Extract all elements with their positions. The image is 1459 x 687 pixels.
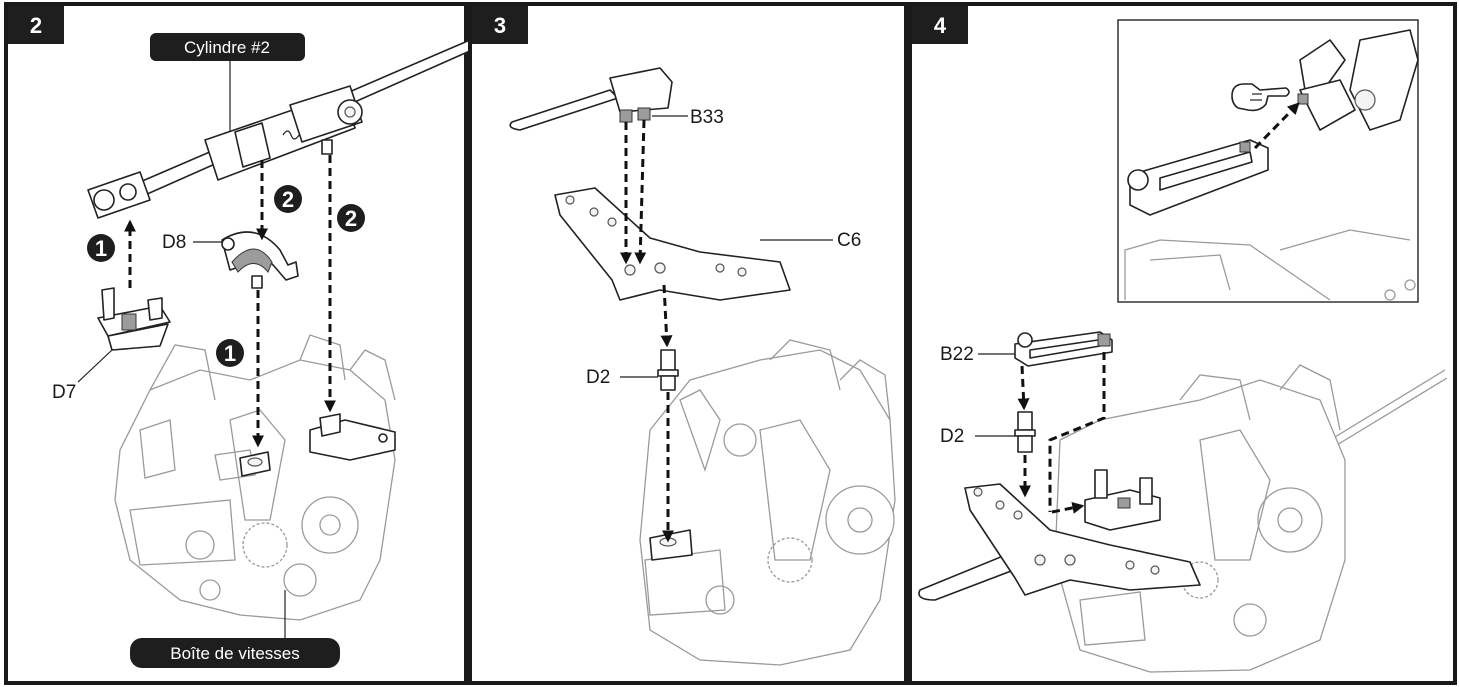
svg-text:2: 2	[345, 206, 357, 231]
panel-step-2: 2	[4, 2, 473, 685]
svg-text:2: 2	[282, 187, 294, 212]
label-d8: D8	[162, 232, 186, 253]
gearbox-drawing	[114, 334, 396, 621]
gearbox-label: Boîte de vitesses	[130, 590, 340, 668]
step-badge: 3	[472, 6, 528, 44]
label-c6: C6	[837, 230, 861, 251]
sequence-badge: 2	[274, 185, 302, 213]
sequence-badge: 2	[337, 204, 365, 232]
panel-step-4: 4	[908, 2, 1457, 685]
sequence-badge: 1	[87, 234, 115, 262]
gearbox-drawing	[639, 339, 896, 666]
d7-part	[97, 287, 171, 351]
arrow-c6-to-d2	[660, 284, 673, 348]
cylinder-2-part	[87, 39, 473, 219]
pointing-hand-icon	[1231, 83, 1290, 112]
label-d2: D2	[940, 426, 964, 447]
d8-part	[221, 231, 299, 289]
svg-text:1: 1	[95, 236, 107, 261]
c6-part	[554, 187, 791, 301]
d2-part	[657, 349, 679, 391]
cylinder-label: Cylindre #2	[150, 33, 305, 132]
d2-part	[1014, 411, 1036, 453]
label-d7: D7	[52, 382, 76, 403]
step-badge: 2	[8, 6, 64, 44]
step-badge: 4	[912, 6, 968, 44]
step-number: 4	[934, 13, 947, 38]
label-d2: D2	[586, 367, 610, 388]
label-b22: B22	[940, 344, 974, 365]
arrow-b33-to-c6	[634, 119, 647, 265]
label-boite-de-vitesses: Boîte de vitesses	[170, 644, 299, 663]
arrow-b22-path	[1048, 352, 1106, 512]
label-b33: B33	[690, 107, 724, 128]
detail-inset	[1117, 19, 1419, 303]
arrow-inset	[1253, 102, 1300, 150]
label-cylindre-2: Cylindre #2	[184, 38, 270, 57]
arrow-to-mount	[1051, 501, 1085, 514]
b22-part	[1014, 331, 1113, 367]
c6-assembly-part	[918, 483, 1201, 601]
arrow-b22-to-d2	[1017, 365, 1030, 411]
panel-step-3: 3 B33	[468, 2, 908, 685]
gearbox-drawing	[1054, 364, 1448, 673]
step-number: 3	[494, 13, 506, 38]
sequence-badge: 1	[216, 339, 244, 367]
step-number: 2	[30, 13, 42, 38]
svg-text:1: 1	[224, 341, 236, 366]
